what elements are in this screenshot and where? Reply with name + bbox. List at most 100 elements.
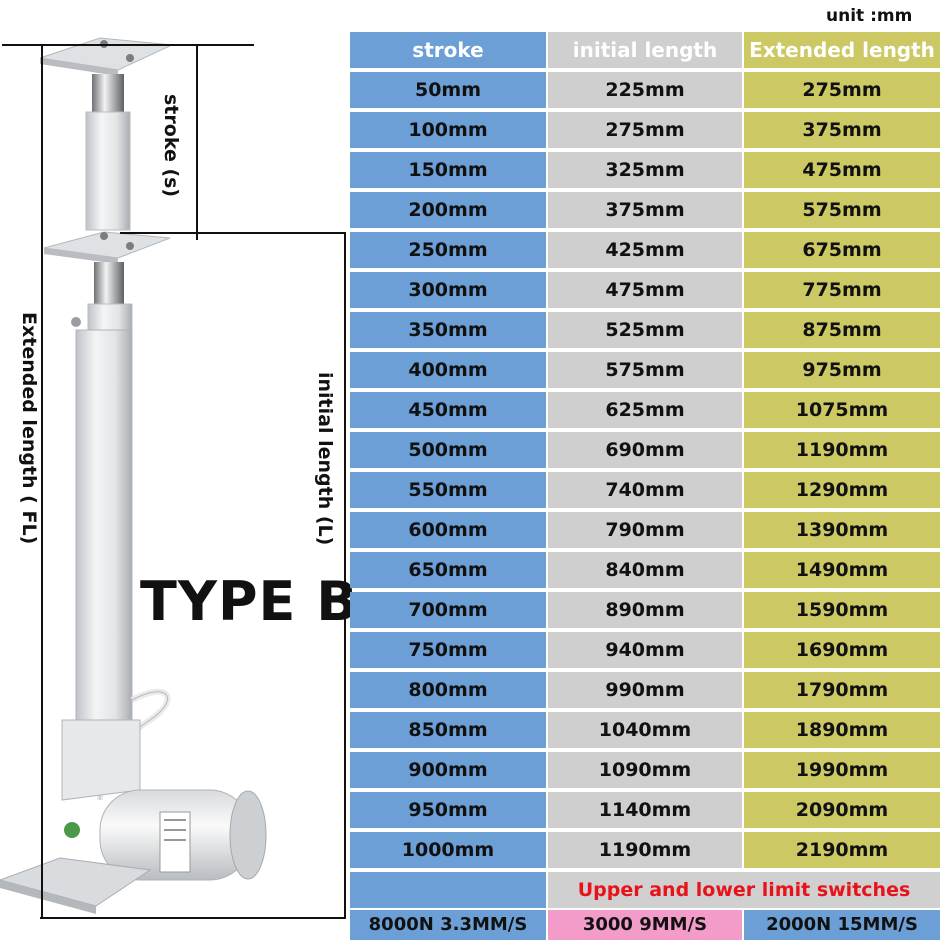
speed-8000n: 8000N 3.3MM/S <box>350 910 546 940</box>
cell-extended-length: 775mm <box>744 272 940 308</box>
cell-stroke: 950mm <box>350 792 546 828</box>
cell-extended-length: 875mm <box>744 312 940 348</box>
cell-extended-length: 1290mm <box>744 472 940 508</box>
cell-initial-length: 1190mm <box>548 832 742 868</box>
cell-initial-length: 475mm <box>548 272 742 308</box>
speed-row: 8000N 3.3MM/S 3000 9MM/S 2000N 15MM/S <box>350 910 940 940</box>
type-label: TYPE B <box>140 570 359 633</box>
cell-stroke: 600mm <box>350 512 546 548</box>
cell-extended-length: 275mm <box>744 72 940 108</box>
cell-extended-length: 2090mm <box>744 792 940 828</box>
cell-extended-length: 675mm <box>744 232 940 268</box>
initial-length-label: initial length (L) <box>314 372 336 546</box>
header-extended-length: Extended length <box>744 32 940 68</box>
cell-extended-length: 1075mm <box>744 392 940 428</box>
cell-extended-length: 1390mm <box>744 512 940 548</box>
cell-initial-length: 940mm <box>548 632 742 668</box>
stroke-dimension-line <box>196 44 198 240</box>
cell-initial-length: 990mm <box>548 672 742 708</box>
cell-stroke: 300mm <box>350 272 546 308</box>
note-row: Upper and lower limit switches <box>350 872 940 908</box>
cell-stroke: 650mm <box>350 552 546 588</box>
cell-stroke: 1000mm <box>350 832 546 868</box>
cell-extended-length: 1490mm <box>744 552 940 588</box>
cell-stroke: 400mm <box>350 352 546 388</box>
cell-extended-length: 1890mm <box>744 712 940 748</box>
cell-initial-length: 840mm <box>548 552 742 588</box>
cell-initial-length: 740mm <box>548 472 742 508</box>
cell-stroke: 750mm <box>350 632 546 668</box>
speed-2000n: 2000N 15MM/S <box>744 910 940 940</box>
cell-stroke: 800mm <box>350 672 546 708</box>
cell-initial-length: 325mm <box>548 152 742 188</box>
cell-stroke: 450mm <box>350 392 546 428</box>
cell-extended-length: 1590mm <box>744 592 940 628</box>
cell-initial-length: 1140mm <box>548 792 742 828</box>
cell-stroke: 250mm <box>350 232 546 268</box>
cell-stroke: 350mm <box>350 312 546 348</box>
cell-extended-length: 1690mm <box>744 632 940 668</box>
cell-initial-length: 275mm <box>548 112 742 148</box>
table-header-row: stroke initial length Extended length <box>350 32 940 68</box>
cell-stroke: 500mm <box>350 432 546 468</box>
cell-extended-length: 975mm <box>744 352 940 388</box>
cell-extended-length: 575mm <box>744 192 940 228</box>
cell-extended-length: 475mm <box>744 152 940 188</box>
unit-label: unit :mm <box>826 6 913 26</box>
cell-extended-length: 2190mm <box>744 832 940 868</box>
cell-extended-length: 375mm <box>744 112 940 148</box>
initial-dimension-line <box>344 232 346 918</box>
cell-stroke: 150mm <box>350 152 546 188</box>
bottom-line <box>40 917 346 919</box>
lower-plate <box>43 231 171 264</box>
cell-initial-length: 890mm <box>548 592 742 628</box>
extended-dimension-line <box>41 46 43 918</box>
cell-extended-length: 1790mm <box>744 672 940 708</box>
cell-stroke: 850mm <box>350 712 546 748</box>
cell-initial-length: 690mm <box>548 432 742 468</box>
extended-length-label: Extended length ( FL) <box>18 312 40 545</box>
linear-actuator-image <box>0 37 267 914</box>
cell-stroke: 200mm <box>350 192 546 228</box>
initial-top-line <box>120 232 346 234</box>
cell-extended-length: 1990mm <box>744 752 940 788</box>
cell-initial-length: 625mm <box>548 392 742 428</box>
cell-initial-length: 425mm <box>548 232 742 268</box>
cell-stroke: 700mm <box>350 592 546 628</box>
cell-initial-length: 225mm <box>548 72 742 108</box>
cell-stroke: 900mm <box>350 752 546 788</box>
cell-initial-length: 1090mm <box>548 752 742 788</box>
stroke-label: stroke (s) <box>160 94 182 198</box>
header-stroke: stroke <box>350 32 546 68</box>
extended-top-line <box>2 44 254 46</box>
limit-switch-note: Upper and lower limit switches <box>548 872 940 908</box>
cell-initial-length: 575mm <box>548 352 742 388</box>
cell-initial-length: 790mm <box>548 512 742 548</box>
cell-stroke: 50mm <box>350 72 546 108</box>
cell-stroke: 100mm <box>350 112 546 148</box>
cell-initial-length: 525mm <box>548 312 742 348</box>
cell-stroke: 550mm <box>350 472 546 508</box>
cell-initial-length: 1040mm <box>548 712 742 748</box>
cell-extended-length: 1190mm <box>744 432 940 468</box>
cell-initial-length: 375mm <box>548 192 742 228</box>
